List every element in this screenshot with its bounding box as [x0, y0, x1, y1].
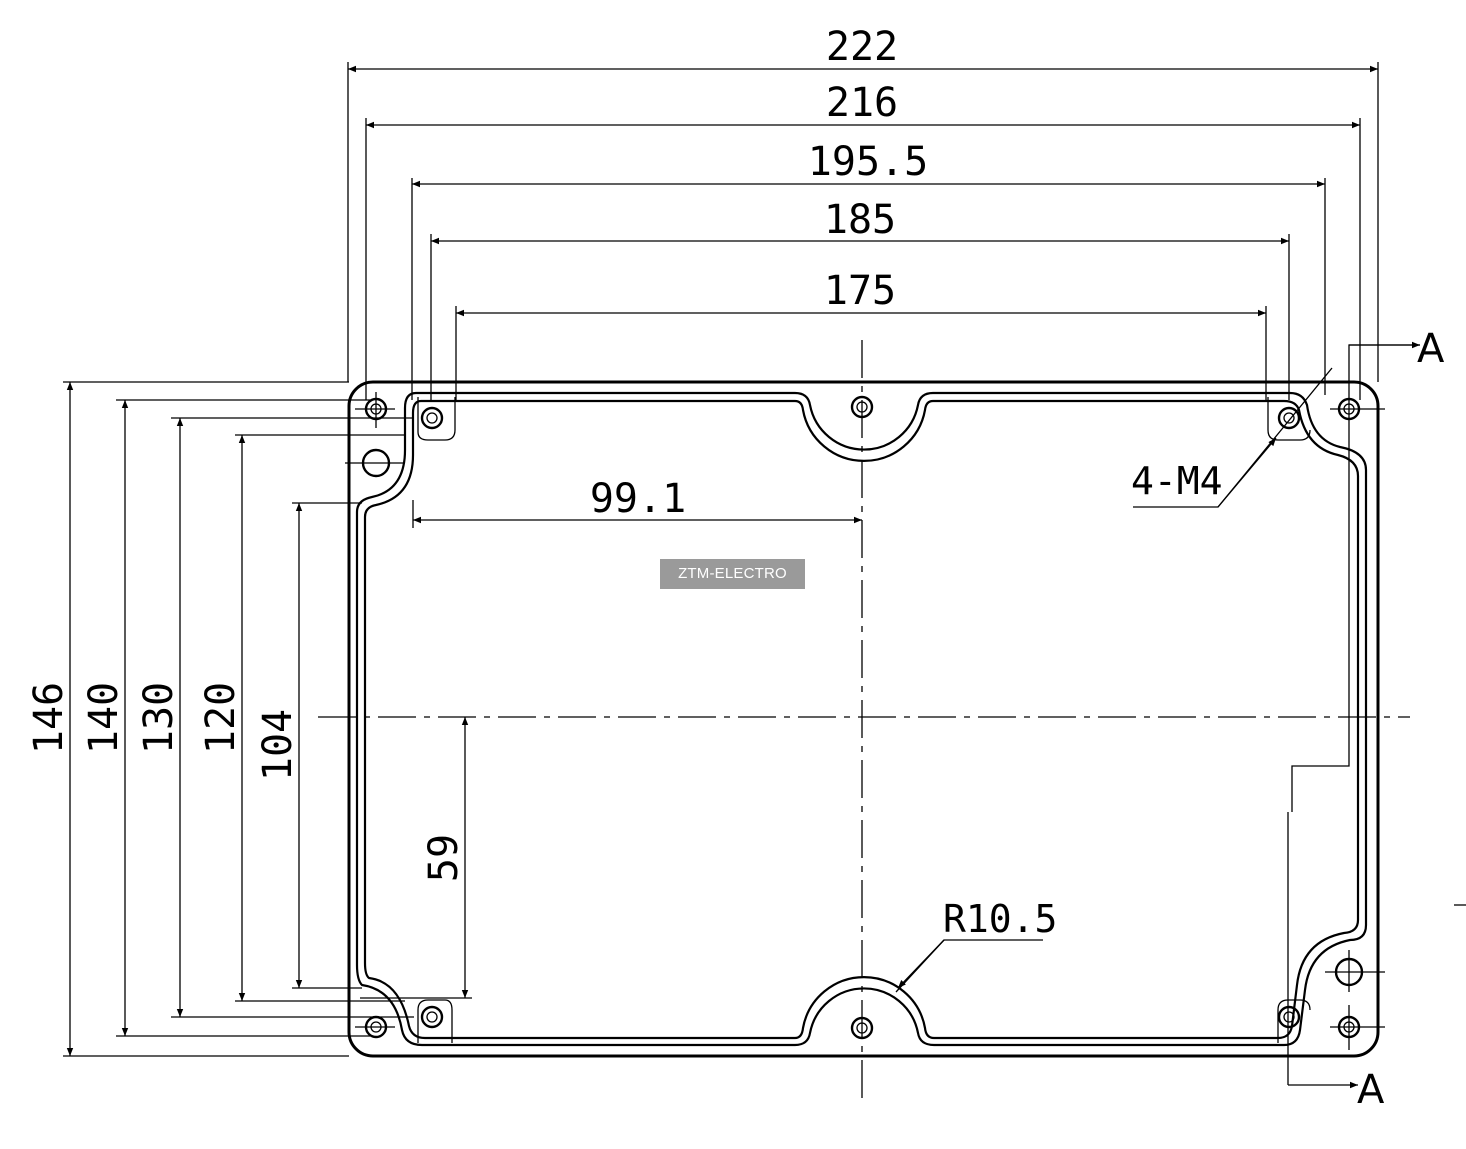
- dim-216: 216: [826, 80, 898, 126]
- callout-4-m4: 4-M4: [1131, 459, 1223, 503]
- dim-175: 175: [824, 268, 896, 314]
- watermark-badge: ZTM-ELECTRO: [660, 559, 805, 589]
- center-lines: [318, 340, 1410, 1100]
- dim-146: 146: [26, 682, 72, 754]
- dim-59: 59: [421, 834, 467, 882]
- screw-pockets: [417, 397, 1311, 1043]
- dim-222: 222: [826, 24, 898, 70]
- dim-104: 104: [255, 709, 301, 781]
- horizontal-dimension-labels: 222 216 195.5 185 175 99.1: [590, 24, 928, 522]
- callout-r10-5: R10.5: [943, 897, 1057, 941]
- dim-120: 120: [198, 682, 244, 754]
- dim-195-5: 195.5: [808, 139, 928, 185]
- enclosure-outline: [347, 380, 1380, 1058]
- dim-185: 185: [824, 197, 896, 243]
- thread-callout: 4-M4: [1131, 367, 1333, 508]
- section-marker-bottom: A: [1357, 1067, 1385, 1113]
- dim-140: 140: [81, 682, 127, 754]
- dim-130: 130: [136, 682, 182, 754]
- section-marker-top: A: [1417, 326, 1445, 372]
- dim-99-1: 99.1: [590, 476, 686, 522]
- radius-callout: R10.5: [895, 897, 1057, 993]
- horizontal-dimension-lines: [347, 62, 1379, 528]
- vertical-dimension-labels: 146 140 130 120 104 59: [26, 682, 467, 882]
- section-line: [1287, 341, 1420, 1089]
- vertical-dimension-lines: [63, 381, 472, 1057]
